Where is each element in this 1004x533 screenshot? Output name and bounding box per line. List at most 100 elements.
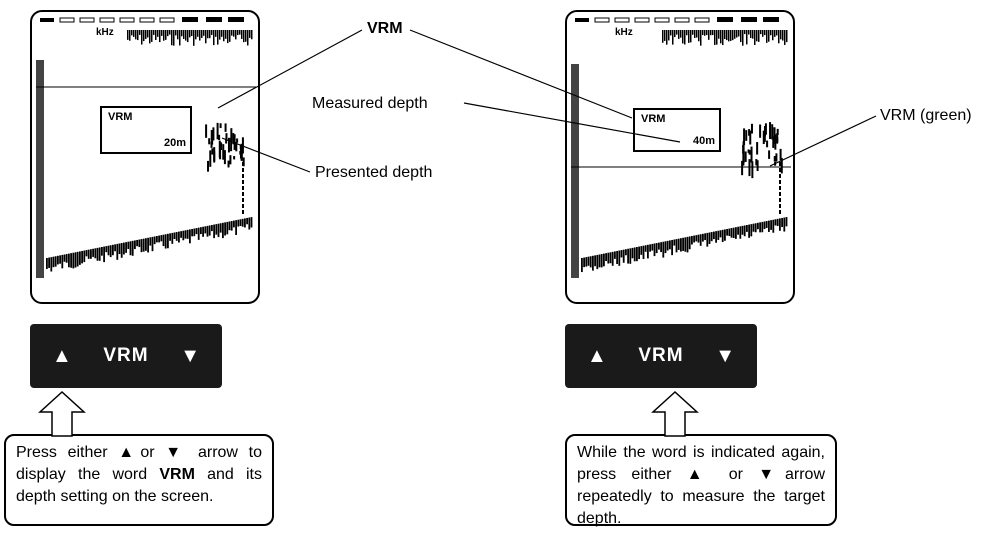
surface-noise [195,30,197,40]
seabed-echo [669,240,671,250]
up-arrow-key[interactable]: ▲ [587,344,607,367]
seabed-echo [109,245,112,258]
surface-noise [718,30,720,39]
fish-echo [208,138,211,145]
seabed-echo [594,255,596,267]
vrm-key-label: VRM [638,345,684,366]
seabed-echo [658,242,660,250]
seabed-echo [105,246,108,253]
fish-echo [229,155,232,165]
seabed-echo [759,222,761,233]
seabed-echo [675,239,678,253]
seabed-echo [138,239,141,248]
surface-noise [724,30,726,39]
seabed-echo [768,220,770,232]
fish-echo [763,125,766,137]
surface-noise [153,30,155,35]
up-arrow-key[interactable]: ▲ [52,344,72,367]
surface-noise [694,30,696,38]
surface-noise [676,30,678,35]
fish-echo [756,142,759,155]
fish-echo [210,130,213,141]
fish-echo [225,133,228,141]
seabed-echo [131,240,134,256]
down-arrow-key[interactable]: ▼ [180,344,200,367]
seabed-echo [671,239,673,256]
seabed-echo [65,254,68,263]
seabed-echo [76,251,79,267]
surface-noise [185,30,187,41]
surface-noise [135,30,137,40]
surface-noise [149,30,151,44]
seabed-echo [662,241,665,258]
fish-echo [756,160,759,172]
surface-noise [664,30,666,41]
surface-noise [131,30,133,36]
surface-noise [197,30,199,37]
surface-noise [704,30,706,36]
surface-noise [702,30,704,36]
surface-noise [143,30,145,42]
fish-echo [779,192,781,196]
seabed-echo [748,224,750,238]
seabed-echo [633,247,636,262]
surface-noise [181,30,183,37]
down-arrow-key[interactable]: ▼ [715,344,735,367]
fish-echo [747,149,750,153]
seabed-echo [57,255,59,265]
seabed-echo [686,236,689,253]
seabed-echo [627,248,629,264]
surface-noise [684,30,686,45]
seabed-echo [721,229,724,243]
seabed-echo [72,252,75,269]
seabed-echo [702,233,704,242]
seabed-echo [142,238,145,252]
seabed-echo [224,222,226,236]
surface-noise [203,30,205,36]
seabed-echo [175,232,178,241]
seabed-echo [197,227,200,240]
surface-noise [193,30,195,46]
surface-noise [750,30,752,39]
fish-echo [779,162,781,166]
seabed-echo [228,221,231,231]
surface-noise [223,30,225,42]
fish-echo [745,130,748,141]
surface-noise [740,30,742,43]
seabed-echo [52,256,55,268]
seabed-echo [213,224,215,239]
seabed-echo [193,228,196,237]
khz-label: kHz [615,27,633,38]
fish-echo [742,151,745,166]
instruction-text: arrow to display the word [16,444,262,483]
vrm-callout: VRM [367,20,403,37]
seabed-echo [783,217,786,232]
surface-noise [247,30,249,46]
seabed-echo [649,244,651,252]
seabed-echo [761,221,764,233]
fish-echo [780,157,783,174]
fish-echo [776,128,779,135]
fish-echo [779,180,781,184]
fish-echo [242,204,244,208]
vrm-box-title: VRM [108,111,133,123]
surface-noise [213,30,215,46]
seabed-echo [708,232,711,244]
seabed-echo [180,231,182,238]
surface-noise [782,30,784,41]
seabed-echo [684,237,687,252]
up-arrow-icon: ▲ [686,466,714,483]
fish-echo [741,160,744,176]
seabed-echo [54,256,57,267]
surface-noise [766,30,768,43]
seabed-echo [204,226,207,234]
fish-echo [773,127,776,144]
surface-noise [696,30,698,38]
surface-noise [720,30,722,44]
seabed-echo [741,225,744,235]
surface-noise [239,30,241,35]
fish-echo [779,204,781,208]
surface-noise [141,30,143,45]
surface-noise [245,30,247,42]
seabed-echo [74,252,77,268]
